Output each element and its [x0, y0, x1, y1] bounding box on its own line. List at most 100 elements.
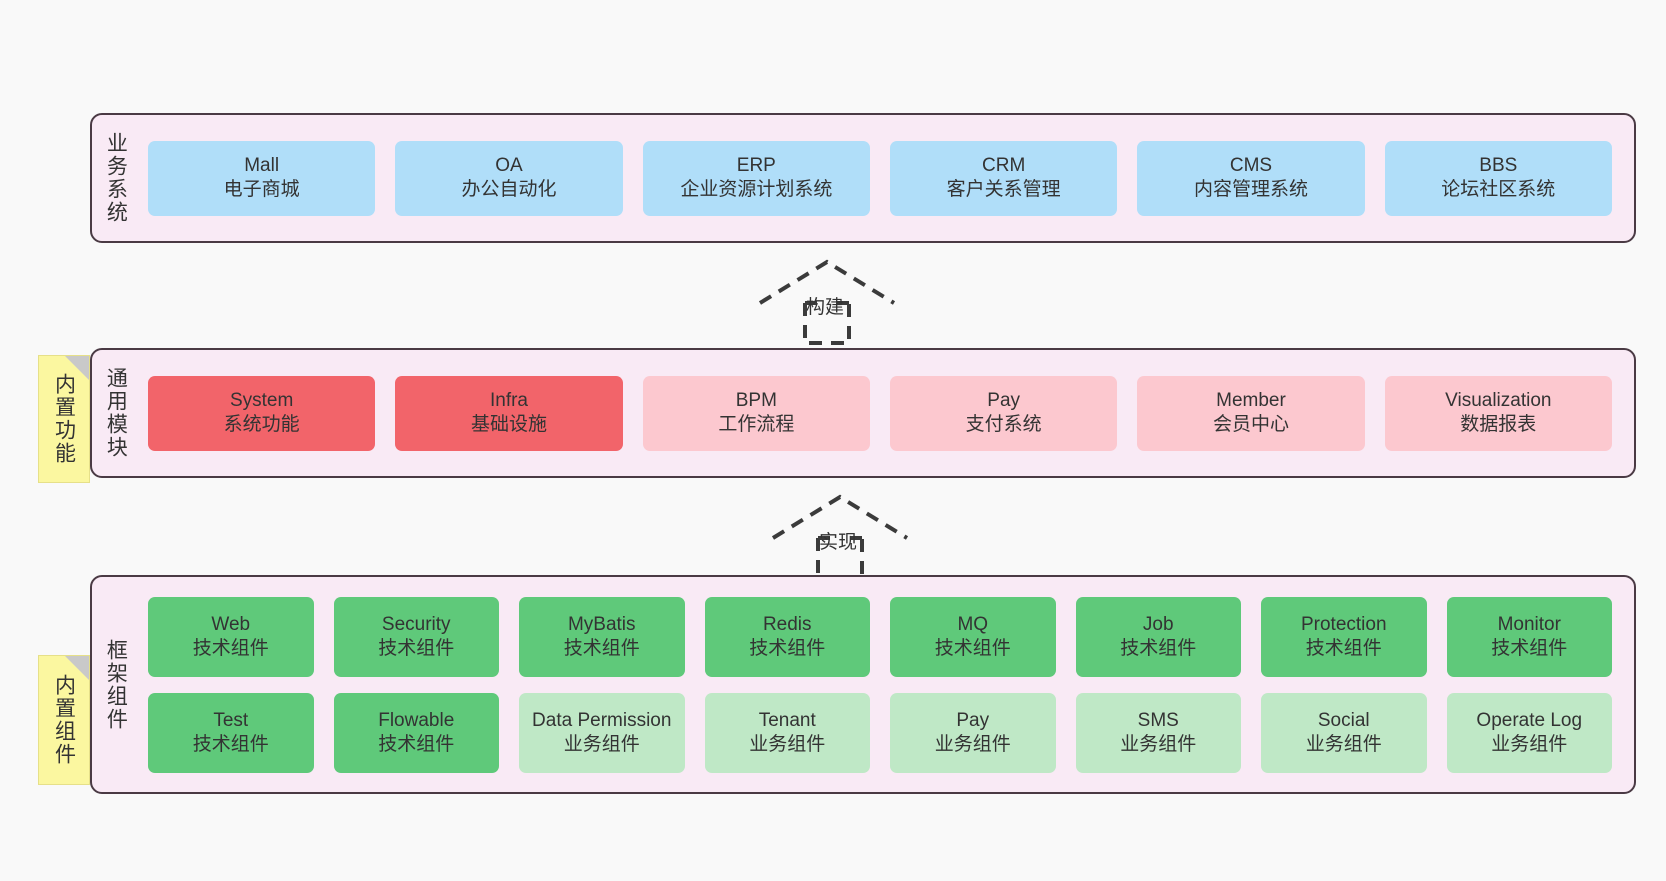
card-oa[interactable]: OA 办公自动化 [395, 140, 623, 216]
layer-business-system: 业务系统 Mall 电子商城 OA 办公自动化 ERP 企业资源计划系统 CRM… [90, 113, 1636, 243]
card-infra[interactable]: Infra 基础设施 [395, 375, 623, 451]
card-subtitle: 业务组件 [1491, 733, 1568, 755]
card-subtitle: 基础设施 [470, 414, 547, 435]
card-monitor[interactable]: Monitor 技术组件 [1446, 596, 1612, 677]
card-bpm[interactable]: BPM 工作流程 [642, 375, 870, 451]
card-title: Job [1142, 613, 1174, 635]
card-title: Flowable [378, 709, 455, 731]
layer-body-common-module: System 系统功能 Infra 基础设施 BPM 工作流程 Pay 支付系统… [138, 350, 1634, 476]
card-subtitle: 业务组件 [1120, 733, 1197, 755]
layer-framework-component: 框架组件 Web 技术组件 Security 技术组件 MyBatis 技术组件… [90, 575, 1636, 794]
card-erp[interactable]: ERP 企业资源计划系统 [642, 140, 870, 216]
card-title: Monitor [1497, 613, 1561, 635]
arrow-implement-label: 实现 [819, 532, 858, 553]
card-security[interactable]: Security 技术组件 [333, 596, 499, 677]
card-title: MQ [957, 613, 989, 635]
card-title: Tenant [758, 709, 816, 731]
layer-body-framework-component: Web 技术组件 Security 技术组件 MyBatis 技术组件 Redi… [138, 577, 1634, 792]
card-title: Protection [1300, 613, 1387, 635]
card-subtitle: 技术组件 [749, 637, 826, 659]
card-title: Security [381, 613, 451, 635]
card-title: BBS [1479, 155, 1518, 177]
card-subtitle: 技术组件 [563, 637, 640, 659]
card-subtitle: 技术组件 [378, 637, 455, 659]
arrow-build-label: 构建 [806, 297, 845, 318]
card-title: Mall [244, 155, 280, 177]
card-social[interactable]: Social 业务组件 [1261, 692, 1427, 773]
card-subtitle: 论坛社区系统 [1441, 179, 1556, 200]
card-mall[interactable]: Mall 电子商城 [148, 140, 376, 216]
card-member[interactable]: Member 会员中心 [1137, 375, 1365, 451]
card-title: Test [213, 709, 249, 731]
card-visualization[interactable]: Visualization 数据报表 [1384, 375, 1612, 451]
page-fold-icon [65, 356, 89, 380]
card-protection[interactable]: Protection 技术组件 [1261, 596, 1427, 677]
card-subtitle: 客户关系管理 [946, 179, 1061, 200]
card-pay[interactable]: Pay 支付系统 [889, 375, 1118, 451]
card-title: Redis [762, 613, 812, 635]
card-redis[interactable]: Redis 技术组件 [704, 596, 870, 677]
card-subtitle: 技术组件 [1120, 637, 1197, 659]
layer-title-common-module: 通用模块 [104, 367, 128, 459]
card-title: Social [1317, 709, 1370, 731]
card-subtitle: 技术组件 [1491, 637, 1568, 659]
card-row: System 系统功能 Infra 基础设施 BPM 工作流程 Pay 支付系统… [148, 375, 1612, 451]
card-title: Infra [489, 390, 528, 412]
card-subtitle: 技术组件 [192, 733, 269, 755]
card-flowable[interactable]: Flowable 技术组件 [333, 692, 499, 773]
card-title: Web [211, 613, 251, 635]
note-builtin-function: 内置功能 [38, 355, 90, 483]
card-title: MyBatis [567, 613, 636, 635]
page-fold-icon [65, 656, 89, 680]
card-web[interactable]: Web 技术组件 [148, 596, 314, 677]
card-title: Operate Log [1476, 709, 1583, 731]
arrowhead-shape [771, 494, 909, 540]
card-subtitle: 办公自动化 [461, 179, 557, 200]
card-title: BPM [735, 390, 777, 412]
note-builtin-component: 内置组件 [38, 655, 90, 785]
card-subtitle: 系统功能 [223, 414, 300, 435]
card-tenant[interactable]: Tenant 业务组件 [704, 692, 870, 773]
card-row-tech: Web 技术组件 Security 技术组件 MyBatis 技术组件 Redi… [148, 596, 1612, 677]
card-bbs[interactable]: BBS 论坛社区系统 [1384, 140, 1612, 216]
card-sms[interactable]: SMS 业务组件 [1075, 692, 1241, 773]
card-title: ERP [736, 155, 776, 177]
card-subtitle: 企业资源计划系统 [680, 179, 833, 200]
layer-common-module: 通用模块 System 系统功能 Infra 基础设施 BPM 工作流程 Pay… [90, 348, 1636, 478]
card-subtitle: 工作流程 [718, 414, 795, 435]
note-text: 内置功能 [52, 373, 76, 465]
card-crm[interactable]: CRM 客户关系管理 [889, 140, 1118, 216]
card-title: System [229, 390, 294, 412]
card-job[interactable]: Job 技术组件 [1075, 596, 1241, 677]
note-text: 内置组件 [52, 674, 76, 766]
layer-body-business-system: Mall 电子商城 OA 办公自动化 ERP 企业资源计划系统 CRM 客户关系… [138, 115, 1634, 241]
card-title: OA [495, 155, 523, 177]
card-subtitle: 技术组件 [1305, 637, 1382, 659]
layer-title-business-system: 业务系统 [104, 132, 128, 224]
arrow-build: 构建 [755, 256, 905, 348]
card-subtitle: 技术组件 [378, 733, 455, 755]
card-cms[interactable]: CMS 内容管理系统 [1137, 140, 1365, 216]
card-mq[interactable]: MQ 技术组件 [890, 596, 1056, 677]
card-subtitle: 会员中心 [1212, 414, 1289, 435]
card-subtitle: 业务组件 [749, 733, 826, 755]
card-data-permission[interactable]: Data Permission 业务组件 [519, 692, 685, 773]
layer-title-framework-component: 框架组件 [104, 638, 128, 731]
card-operate-log[interactable]: Operate Log 业务组件 [1446, 692, 1612, 773]
card-system[interactable]: System 系统功能 [148, 375, 376, 451]
arrow-implement: 实现 [768, 491, 918, 583]
card-pay-business[interactable]: Pay 业务组件 [890, 692, 1056, 773]
card-title: Data Permission [532, 709, 672, 731]
arrowhead-shape [758, 259, 896, 305]
card-subtitle: 业务组件 [934, 733, 1011, 755]
card-title: Visualization [1445, 390, 1552, 412]
card-mybatis[interactable]: MyBatis 技术组件 [519, 596, 685, 677]
card-subtitle: 业务组件 [563, 733, 640, 755]
card-test[interactable]: Test 技术组件 [148, 692, 314, 773]
card-subtitle: 数据报表 [1460, 414, 1537, 435]
card-title: Pay [956, 709, 990, 731]
card-row: Mall 电子商城 OA 办公自动化 ERP 企业资源计划系统 CRM 客户关系… [148, 140, 1612, 216]
card-title: CRM [982, 155, 1026, 177]
card-row-business: Test 技术组件 Flowable 技术组件 Data Permission … [148, 692, 1612, 773]
